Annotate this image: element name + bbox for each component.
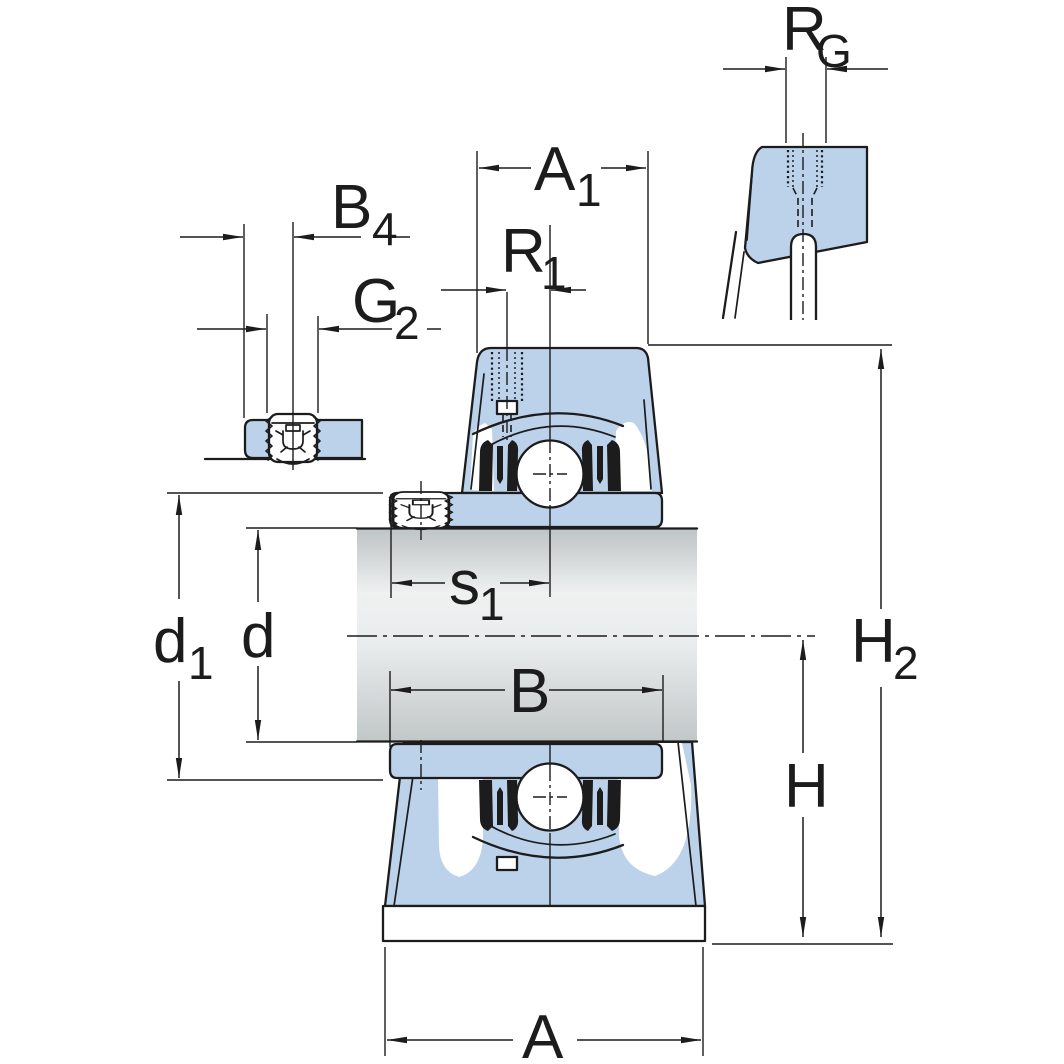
dim-h2-label: H (851, 607, 896, 676)
dim-rg-sub: G (816, 25, 852, 77)
hole-taper-dashed (792, 187, 799, 199)
shaft (355, 527, 699, 743)
dim-d1-label: d (153, 607, 187, 676)
main-lower-view (381, 740, 707, 943)
dim-h2-sub: 2 (893, 637, 919, 689)
dim-s1-label: s (449, 549, 480, 618)
dim-s1: s 1 (390, 494, 549, 630)
dim-d: d (241, 527, 357, 743)
dim-d1: d 1 (153, 492, 383, 781)
dim-rg-label: R (782, 0, 827, 64)
dim-h2: H 2 (648, 344, 919, 937)
wall-inner-line (746, 174, 753, 241)
dim-h-label: H (784, 752, 829, 821)
dim-r1-label: R (501, 217, 546, 286)
hole-taper-dashed (811, 187, 818, 199)
wall-inner-line (677, 741, 697, 907)
dim-b4-sub: 4 (372, 203, 398, 255)
dim-h: H (712, 640, 893, 945)
wall-outer-line (721, 230, 738, 320)
dim-a1-label: A (534, 135, 576, 204)
wall-inner-line-2 (734, 251, 745, 319)
dim-a1-sub: 1 (576, 164, 602, 216)
dim-d1-sub: 1 (188, 637, 214, 689)
housing-top-section (743, 145, 869, 265)
cavity-pocket-left (438, 779, 483, 877)
dim-a1: A 1 (476, 135, 649, 353)
dim-b4-label: B (331, 173, 372, 242)
dim-g2-label: G (352, 267, 400, 336)
dim-r1-sub: 1 (541, 247, 567, 299)
dim-a: A (384, 947, 704, 1064)
housing-base (381, 904, 707, 943)
dim-a-label: A (522, 1003, 564, 1064)
dim-g2-sub: 2 (394, 297, 420, 349)
wall-inner-line (643, 399, 652, 490)
shaft-body (357, 529, 697, 741)
dim-b: B (389, 657, 664, 747)
dim-g2: G 2 (197, 267, 441, 413)
dim-s1-sub: 1 (479, 578, 505, 630)
dim-d-label: d (241, 602, 275, 671)
dim-r1: R 1 (441, 217, 586, 440)
dim-rg: R G (723, 0, 888, 143)
main-upper-view (388, 225, 664, 597)
dimensions: B 4 G 2 A 1 R 1 (153, 0, 919, 1064)
cavity-pocket-right (613, 422, 652, 491)
dim-b-label: B (509, 657, 550, 726)
detail-grease-hole-view (721, 133, 869, 320)
dim-b4: B 4 (180, 173, 410, 470)
detail-collar-set-screw-view (203, 412, 367, 466)
